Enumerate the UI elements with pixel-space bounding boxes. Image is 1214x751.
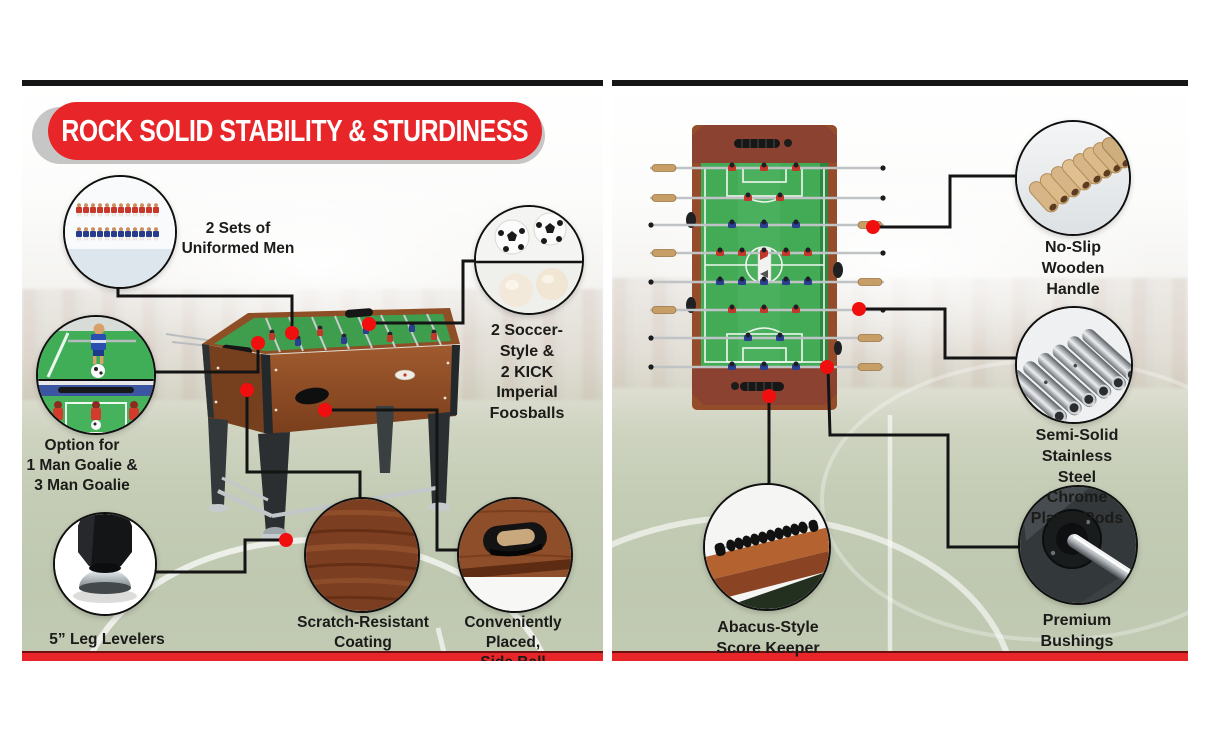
chrome-rods-photo-circle <box>1015 306 1133 424</box>
label-wooden-handle: No-Slip Wooden Handle <box>1041 239 1105 298</box>
label-premium-bushings: Premium Bushings <box>1040 612 1114 650</box>
panel-features: No-Slip Wooden Handle Semi-Solid Stainle… <box>612 80 1188 661</box>
top-black-bar <box>22 80 603 86</box>
label-leg-levelers: 5” Leg Levelers <box>49 631 165 648</box>
banner: ROCK SOLID STABILITY & STURDINESS <box>48 102 542 160</box>
wooden-handles-photo-circle <box>1015 120 1131 236</box>
label-uniformed-men: 2 Sets of Uniformed Men <box>181 220 295 258</box>
label-ball-return: Conveniently Placed, Side Ball Return <box>464 614 562 661</box>
uniformed-men-photo-circle <box>63 175 177 289</box>
bushings-photo-circle <box>1018 485 1138 605</box>
score-keeper-photo-circle <box>703 483 831 611</box>
label-foosballs: 2 Soccer-Style & 2 KICK Imperial Foosbal… <box>489 322 565 423</box>
bottom-red-bar <box>612 651 1188 661</box>
label-scratch-resistant: Scratch-Resistant Coating <box>297 614 429 652</box>
leg-leveler-photo-circle <box>53 512 157 616</box>
panel-stability: ROCK SOLID STABILITY & STURDINESS <box>22 80 603 661</box>
label-chrome-rods: Semi-Solid Stainless Steel Chrome Plated… <box>1030 427 1124 528</box>
label-goalie-option: Option for 1 Man Goalie & 3 Man Goalie <box>26 437 138 495</box>
banner-title: ROCK SOLID STABILITY & STURDINESS <box>61 113 529 148</box>
goalie-options-photo-circle <box>36 315 156 435</box>
bottom-red-bar <box>22 651 603 661</box>
foosballs-photo-circle <box>474 205 584 315</box>
label-score-keeper: Abacus-Style Score Keeper <box>716 619 820 657</box>
wood-coating-photo-circle <box>304 497 420 613</box>
top-black-bar <box>612 80 1188 86</box>
ball-return-photo-circle <box>457 497 573 613</box>
